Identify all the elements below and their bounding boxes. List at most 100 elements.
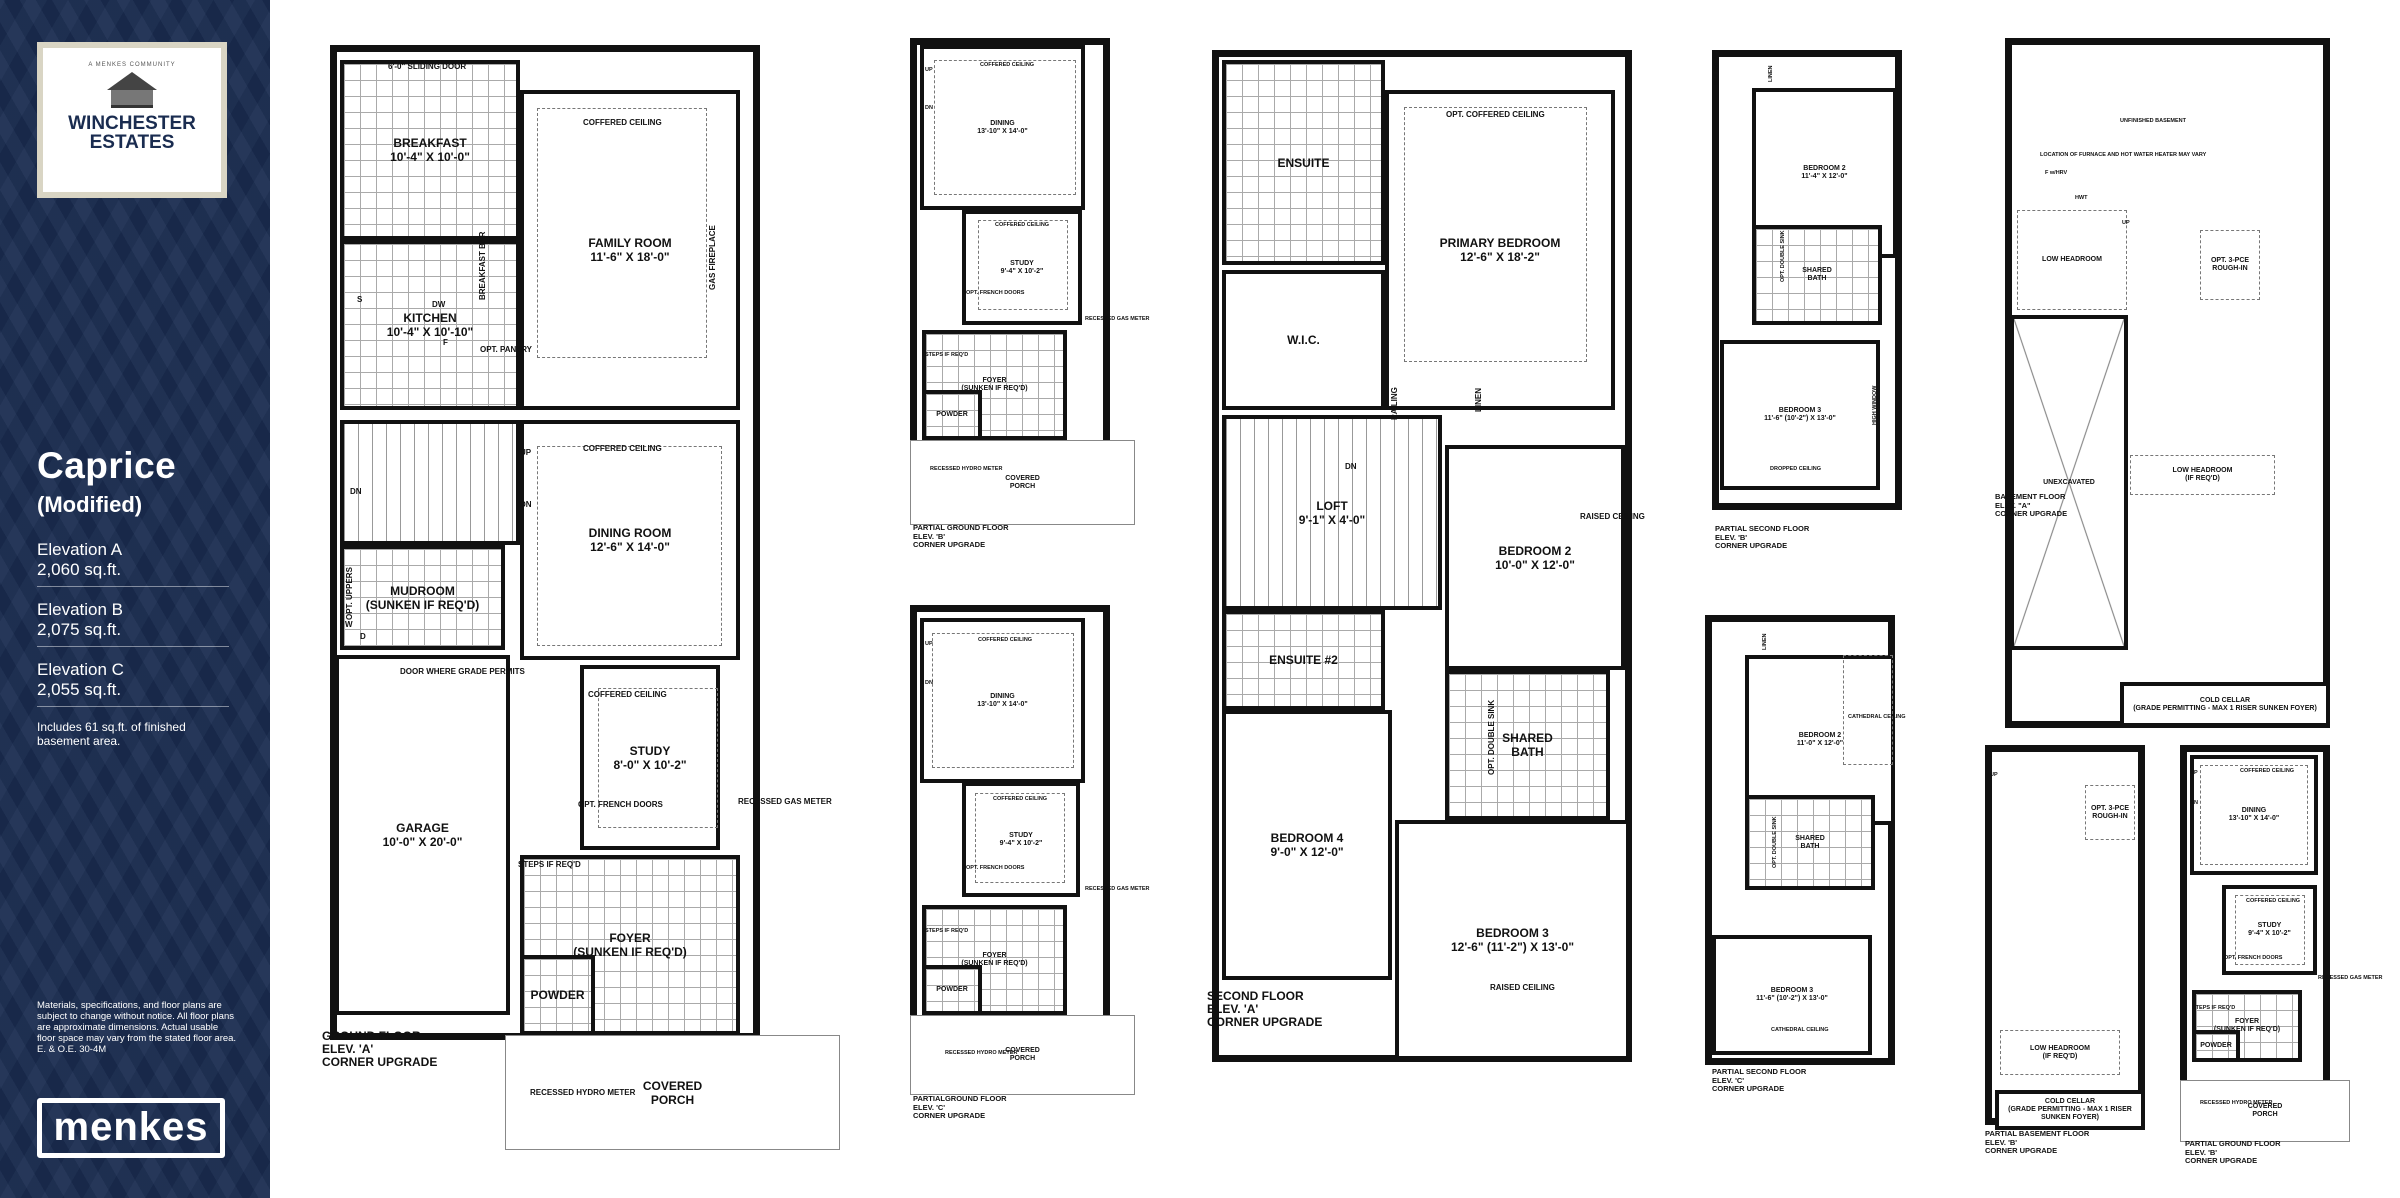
room[interactable]: LOW HEADROOM(IF REQ'D) [2130,455,2275,495]
room-name: POWDER [936,411,968,418]
room-label: POWDER [926,411,978,419]
room[interactable]: W.I.C. [1222,270,1385,410]
room-name: LOW HEADROOM [2030,1044,2090,1052]
plan-annotation: COFFERED CEILING [583,118,662,127]
plan-annotation: OPT. DOUBLE SINK [1780,230,1786,282]
room[interactable]: POWDER [922,965,982,1015]
room[interactable]: POWDER [922,390,982,440]
plan-title-line: SECOND FLOOR [1207,989,1304,1003]
room-dimensions: (GRADE PERMITTING - MAX 1 RISER SUNKEN F… [2008,1106,2132,1121]
room-name: BEDROOM 2 [1498,543,1572,558]
plan-annotation: RECESSED HYDRO METER [530,1088,636,1097]
plan-title-line: PARTIAL GROUND FLOOR [913,523,1009,532]
plan-title-line: GROUND FLOOR [322,1029,421,1043]
room-name: FOYER [609,931,651,945]
room-name: DINING [990,119,1015,127]
room[interactable]: COLD CELLAR(GRADE PERMITTING - MAX 1 RIS… [1995,1090,2145,1130]
plan-title-line: CORNER UPGRADE [1985,1146,2058,1155]
room-name: COVERED [1005,474,1040,482]
plan-title-line: CORNER UPGRADE [1995,509,2068,518]
room-dimensions: 11'-6" (10'-2") X 13'-0" [1764,415,1836,422]
room-dimensions: 13'-10" X 14'-0" [977,127,1028,135]
plan-title-line: ELEV. 'B' [1985,1137,2018,1147]
room[interactable]: LOW HEADROOM(IF REQ'D) [2000,1030,2120,1075]
room-dimensions: 13'-10" X 14'-0" [977,700,1028,708]
room[interactable]: ENSUITE #2 [1222,610,1385,710]
plan-title-line: PARTIAL GROUND FLOOR [2185,1139,2281,1148]
room[interactable]: UNEXCAVATED [2010,315,2128,650]
room[interactable] [340,420,520,545]
elevation-label: Elevation C [37,660,124,679]
plan-annotation: OPT. FRENCH DOORS [2224,955,2283,961]
room-label: FOYER(SUNKEN IF REQ'D) [524,931,736,959]
plan-title-line: CORNER UPGRADE [913,1111,986,1120]
room[interactable]: COLD CELLAR(GRADE PERMITTING - MAX 1 RIS… [2120,682,2330,727]
plan-annotation: OPT. UPPERS [345,567,354,620]
room-dimensions: 12'-6" X 14'-0" [590,540,670,554]
room-name: COLD CELLAR [2199,696,2251,704]
room[interactable]: POWDER [2192,1030,2240,1062]
plan-annotation: CATHEDRAL CEILING [1848,714,1906,720]
room-name: SHARED [1795,834,1825,842]
plan-title-line: CORNER UPGRADE [1207,1015,1323,1029]
plan-annotation: F [443,338,448,347]
room[interactable]: MUDROOM(SUNKEN IF REQ'D) [340,545,505,650]
room-label: COLD CELLAR(GRADE PERMITTING - MAX 1 RIS… [2124,697,2326,713]
room-dimensions: 12'-6" (11'-2") X 13'-0" [1450,940,1575,954]
room-name: DINING ROOM [588,526,672,540]
room[interactable]: LOW HEADROOM [2017,210,2127,310]
room-name: KITCHEN [403,311,457,325]
plan-annotation: DN [1345,462,1357,471]
plan-title-line: ELEV. 'C' [913,1102,946,1112]
room-name: W.I.C. [1287,333,1320,347]
room[interactable]: FOYER(SUNKEN IF REQ'D) [922,905,1067,1015]
ceiling-outline [1843,655,1893,765]
room[interactable]: POWDER [520,955,595,1035]
plan-annotation: COFFERED CEILING [978,637,1033,643]
plan-annotation: HWT [2075,195,2088,201]
community-logo: A MENKES COMMUNITY WINCHESTER ESTATES [37,42,227,198]
plan-annotation: COFFERED CEILING [588,690,667,699]
plan-annotation: LINEN [1768,65,1774,83]
plan-annotation: DN [520,500,532,509]
plan-annotation: OPT. FRENCH DOORS [966,290,1025,296]
room-name: FOYER [982,952,1007,959]
room[interactable]: ENSUITE [1222,60,1385,265]
